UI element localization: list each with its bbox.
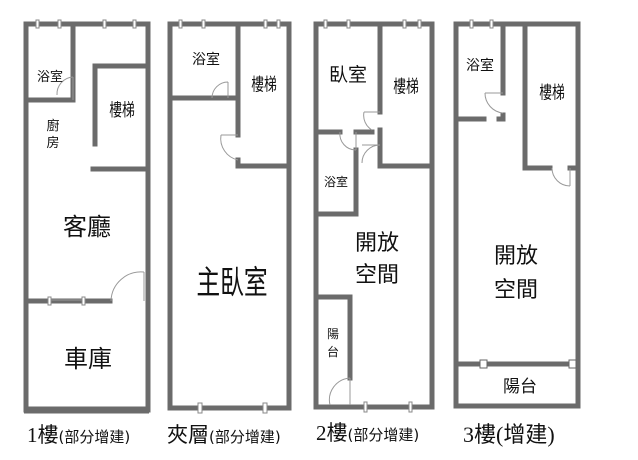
room-label-balcony: 陽台 [503,377,537,397]
floor-plan-2f: 臥室 樓梯 浴室 開放 空間 陽 台 [313,19,435,413]
post [568,359,577,369]
caption-1f: 1樓(部分增建) [27,423,130,447]
door [551,167,571,187]
room-label-open-space: 開放 [355,231,399,256]
room-label-bath: 浴室 [466,57,494,74]
caption-3f: 3樓(增建) [463,422,555,447]
window [469,19,494,29]
door [361,144,381,164]
caption-mezzanine: 夾層(部分增建) [167,423,281,447]
room-label-bath: 浴室 [192,51,220,68]
room-label-stairs: 樓梯 [393,77,419,98]
window [197,402,268,414]
room-label-bath: 浴室 [37,69,63,85]
room-label-balcony: 台 [327,344,339,359]
room-label-balcony: 陽 [327,327,339,341]
window [363,401,413,413]
room-label-living: 客廳 [63,213,111,241]
room-label-bedroom: 臥室 [329,64,367,86]
room-label-kitchen: 廚 [46,118,59,134]
floor-plan-mezzanine: 浴室 樓梯 主臥室 [167,19,292,414]
door [56,76,74,100]
window [47,296,86,306]
room-label-bath: 浴室 [324,174,348,189]
window [178,19,281,29]
room-label-stairs: 樓梯 [109,100,135,121]
door [484,92,504,114]
window [323,19,422,29]
room-label-stairs: 樓梯 [539,83,565,104]
post [479,359,488,369]
room-label-stairs: 樓梯 [251,75,277,96]
door [110,271,145,302]
door [220,134,239,161]
room-label-garage: 車庫 [64,345,112,373]
window [35,19,137,29]
floor-plan-3f: 浴室 樓梯 開放 空間 陽台 [453,19,581,409]
room-label-master-bedroom: 主臥室 [196,264,267,302]
room-label-kitchen: 房 [46,135,59,151]
door [328,377,351,406]
door [211,81,229,99]
floor-plan-1f: 浴室 樓梯 廚 房 客廳 車庫 [23,19,151,414]
door [339,131,357,151]
caption-2f: 2樓(部分增建) [316,421,419,445]
door [363,111,380,131]
room-label-open-space: 空間 [355,263,399,288]
room-label-open-space: 空間 [494,278,538,303]
room-label-open-space: 開放 [494,244,538,269]
